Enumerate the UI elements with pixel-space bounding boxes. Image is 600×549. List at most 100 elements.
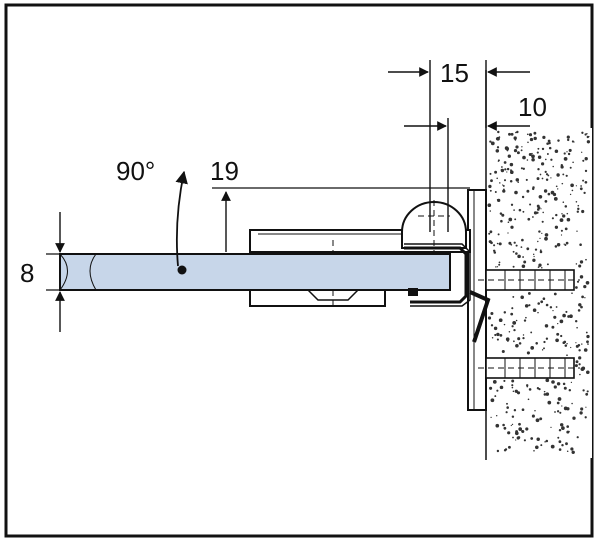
wall-speckle	[511, 415, 515, 418]
wall-speckle	[577, 204, 580, 207]
wall-speckle	[585, 392, 589, 396]
wall-speckle	[575, 342, 577, 344]
wall-speckle	[578, 303, 582, 307]
wall-speckle	[515, 244, 518, 247]
wall-speckle	[501, 349, 505, 354]
wall-speckle	[577, 309, 581, 312]
wall-speckle	[581, 343, 583, 345]
wall-speckle	[530, 331, 533, 334]
wall-speckle	[563, 243, 565, 245]
wall-speckle	[497, 233, 500, 236]
wall-speckle	[516, 130, 519, 134]
wall-speckle	[583, 284, 587, 289]
wall-speckle	[499, 385, 504, 390]
wall-speckle	[565, 241, 569, 245]
wall-speckle	[514, 431, 519, 436]
wall-speckle	[520, 246, 523, 248]
wall-speckle	[536, 151, 539, 154]
wall-speckle	[582, 179, 585, 182]
wall-speckle	[489, 140, 492, 143]
wall-speckle	[499, 182, 501, 184]
wall-speckle	[566, 343, 568, 345]
wall-speckle	[545, 392, 550, 396]
wall-speckle	[489, 189, 492, 192]
wall-speckle	[502, 423, 505, 427]
wall-speckle	[540, 300, 544, 304]
wall-speckle	[542, 297, 546, 300]
wall-speckle	[558, 440, 562, 444]
wall-speckle	[571, 402, 573, 405]
wall-speckle	[503, 179, 507, 182]
wall-speckle	[561, 443, 564, 447]
wall-speckle	[544, 200, 548, 203]
wall-speckle	[585, 280, 590, 285]
wall-speckle	[572, 161, 574, 164]
wall-speckle	[521, 264, 526, 269]
wall-speckle	[543, 390, 546, 393]
wall-speckle	[545, 378, 550, 383]
wall-speckle	[584, 133, 587, 136]
wall-speckle	[527, 398, 530, 401]
wall-speckle	[538, 263, 542, 267]
wall-speckle	[574, 364, 578, 368]
wall-speckle	[506, 167, 510, 171]
wall-speckle	[536, 437, 540, 441]
wall-speckle	[583, 191, 586, 195]
wall-speckle	[551, 325, 555, 329]
wall-speckle	[510, 225, 514, 229]
wall-speckle	[542, 135, 546, 140]
wall-speckle	[541, 349, 544, 351]
wall-speckle	[556, 401, 560, 405]
wall-speckle	[546, 263, 549, 266]
wall-speckle	[579, 373, 581, 376]
wall-speckle	[579, 275, 584, 279]
wall-speckle	[560, 165, 564, 169]
wall-speckle	[547, 192, 551, 196]
wall-speckle	[563, 152, 566, 155]
wall-speckle	[503, 311, 507, 314]
wall-speckle	[526, 189, 530, 193]
wall-speckle	[533, 211, 538, 215]
wall-speckle	[535, 445, 539, 450]
wall-speckle	[543, 340, 546, 344]
wall-speckle	[524, 304, 529, 308]
wall-speckle	[557, 139, 560, 142]
wall-speckle	[502, 189, 506, 193]
wall-speckle	[493, 244, 496, 247]
wall-speckle	[494, 395, 497, 398]
wall-speckle	[506, 339, 509, 342]
wall-speckle	[517, 337, 521, 341]
wall-speckle	[566, 407, 570, 411]
wall-speckle	[533, 131, 537, 135]
wall-speckle	[569, 314, 573, 319]
wall-speckle	[571, 189, 574, 192]
wall-speckle	[550, 177, 552, 179]
wall-speckle	[563, 386, 567, 390]
wall-speckle	[488, 184, 492, 189]
wall-speckle	[539, 173, 542, 176]
wall-speckle	[559, 411, 562, 414]
dimension-19: 19	[210, 156, 470, 252]
wall-speckle	[490, 311, 494, 316]
wall-speckle	[513, 408, 517, 412]
wall-speckle	[552, 165, 554, 168]
wall-speckle	[503, 426, 507, 430]
wall-speckle	[517, 254, 521, 259]
wall-speckle	[525, 178, 528, 181]
wall-speckle	[547, 139, 551, 143]
wall-speckle	[512, 321, 517, 325]
wall-speckle	[562, 382, 566, 386]
wall-speckle	[551, 217, 554, 220]
wall-speckle	[556, 332, 560, 336]
wall-speckle	[554, 411, 556, 413]
wall-speckle	[555, 213, 558, 217]
wall-speckle	[529, 137, 534, 142]
dim-15-label: 15	[440, 58, 469, 88]
wall-speckle	[490, 416, 492, 419]
wall-speckle	[537, 311, 539, 314]
wall-speckle	[513, 209, 515, 211]
wall-speckle	[544, 170, 547, 174]
wall-speckle	[495, 423, 500, 428]
wall-speckle	[513, 340, 515, 343]
wall-speckle	[566, 138, 570, 142]
